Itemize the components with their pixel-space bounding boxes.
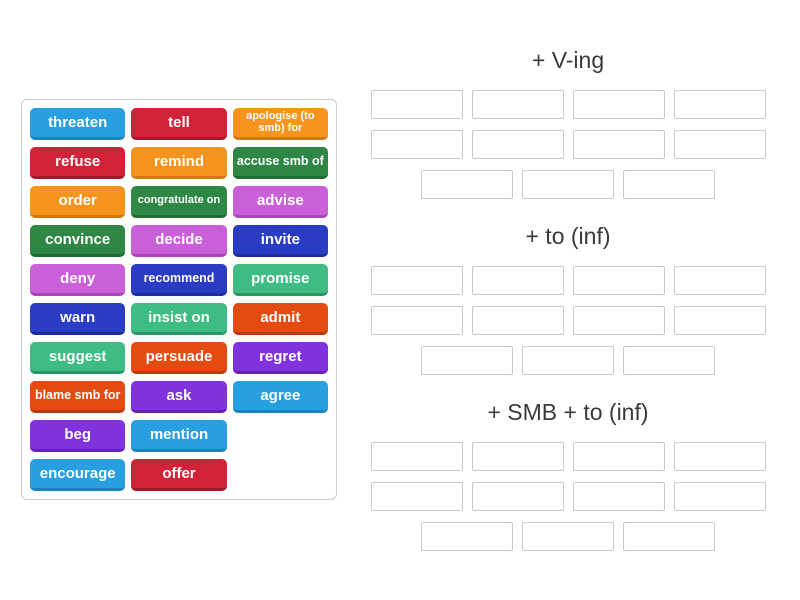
- group-slots-v-ing: [369, 90, 767, 199]
- word-tile-congratulate-on[interactable]: congratulate on: [131, 186, 227, 218]
- word-tile-convince[interactable]: convince: [30, 225, 126, 257]
- drop-slot[interactable]: [370, 130, 463, 159]
- word-tile-tell[interactable]: tell: [131, 108, 227, 140]
- drop-slot[interactable]: [572, 482, 665, 511]
- word-tile-admit[interactable]: admit: [232, 303, 328, 335]
- empty-cell: [233, 420, 328, 452]
- drop-slot[interactable]: [370, 482, 463, 511]
- group-title-to-inf: + to (inf): [525, 223, 611, 249]
- word-tile-offer[interactable]: offer: [131, 459, 227, 491]
- drop-slot[interactable]: [421, 170, 513, 199]
- drop-slot[interactable]: [673, 266, 766, 295]
- group-slots-smb-to-inf: [369, 442, 767, 551]
- slot-row: [369, 170, 767, 199]
- drop-slot[interactable]: [471, 90, 564, 119]
- word-tile-decide[interactable]: decide: [131, 225, 227, 257]
- word-tile-mention[interactable]: mention: [131, 420, 227, 452]
- word-tile-regret[interactable]: regret: [232, 342, 328, 374]
- drop-slot[interactable]: [471, 266, 564, 295]
- word-tile-encourage[interactable]: encourage: [30, 459, 126, 491]
- word-tile-insist-on[interactable]: insist on: [131, 303, 227, 335]
- drop-slot[interactable]: [471, 442, 564, 471]
- slot-row: [369, 130, 767, 159]
- slot-row: [369, 346, 767, 375]
- drop-slot[interactable]: [673, 306, 766, 335]
- group-title-smb-to-inf: + SMB + to (inf): [487, 399, 649, 425]
- word-tile-ask[interactable]: ask: [131, 381, 227, 413]
- drop-slot[interactable]: [572, 130, 665, 159]
- drop-slot[interactable]: [623, 170, 715, 199]
- word-tile-advise[interactable]: advise: [232, 186, 328, 218]
- drop-slot[interactable]: [421, 522, 513, 551]
- slot-row: [369, 306, 767, 335]
- word-tile-beg[interactable]: beg: [30, 420, 126, 452]
- word-tile-blame-smb-for[interactable]: blame smb for: [30, 381, 126, 413]
- drop-slot[interactable]: [471, 482, 564, 511]
- word-tile-order[interactable]: order: [30, 186, 126, 218]
- group-title-v-ing: + V-ing: [531, 47, 605, 73]
- word-tile-warn[interactable]: warn: [30, 303, 126, 335]
- drop-slot[interactable]: [522, 170, 614, 199]
- slot-row: [369, 266, 767, 295]
- drop-slot[interactable]: [673, 90, 766, 119]
- drop-slot[interactable]: [522, 522, 614, 551]
- word-tile-deny[interactable]: deny: [30, 264, 126, 296]
- drop-slot[interactable]: [421, 346, 513, 375]
- word-tile-recommend[interactable]: recommend: [131, 264, 227, 296]
- drop-slot[interactable]: [623, 346, 715, 375]
- slot-row: [369, 522, 767, 551]
- drop-slot[interactable]: [673, 130, 766, 159]
- drop-slot[interactable]: [572, 306, 665, 335]
- drop-slot[interactable]: [623, 522, 715, 551]
- drop-slot[interactable]: [572, 90, 665, 119]
- word-tile-agree[interactable]: agree: [232, 381, 328, 413]
- word-tile-refuse[interactable]: refuse: [30, 147, 126, 179]
- drop-slot[interactable]: [522, 346, 614, 375]
- drop-slot[interactable]: [370, 442, 463, 471]
- word-tile-invite[interactable]: invite: [232, 225, 328, 257]
- word-tile-remind[interactable]: remind: [131, 147, 227, 179]
- word-tile-apologise-to-smb-for[interactable]: apologise (to smb) for: [232, 108, 328, 140]
- drop-slot[interactable]: [370, 90, 463, 119]
- slot-row: [369, 482, 767, 511]
- drop-slot[interactable]: [471, 130, 564, 159]
- word-tile-threaten[interactable]: threaten: [30, 108, 126, 140]
- drop-slot[interactable]: [673, 442, 766, 471]
- word-tile-suggest[interactable]: suggest: [30, 342, 126, 374]
- drop-slot[interactable]: [673, 482, 766, 511]
- group-v-ing: + V-ing: [369, 46, 767, 210]
- slot-row: [369, 442, 767, 471]
- word-tile-persuade[interactable]: persuade: [131, 342, 227, 374]
- slot-row: [369, 90, 767, 119]
- drop-slot[interactable]: [370, 306, 463, 335]
- group-smb-to-inf: + SMB + to (inf): [369, 398, 767, 562]
- word-tile-promise[interactable]: promise: [232, 264, 328, 296]
- group-to-inf: + to (inf): [369, 222, 767, 386]
- group-slots-to-inf: [369, 266, 767, 375]
- word-tile-accuse-smb-of[interactable]: accuse smb of: [232, 147, 328, 179]
- drop-slot[interactable]: [572, 442, 665, 471]
- drop-slot[interactable]: [471, 306, 564, 335]
- drop-slot[interactable]: [572, 266, 665, 295]
- drop-slot[interactable]: [370, 266, 463, 295]
